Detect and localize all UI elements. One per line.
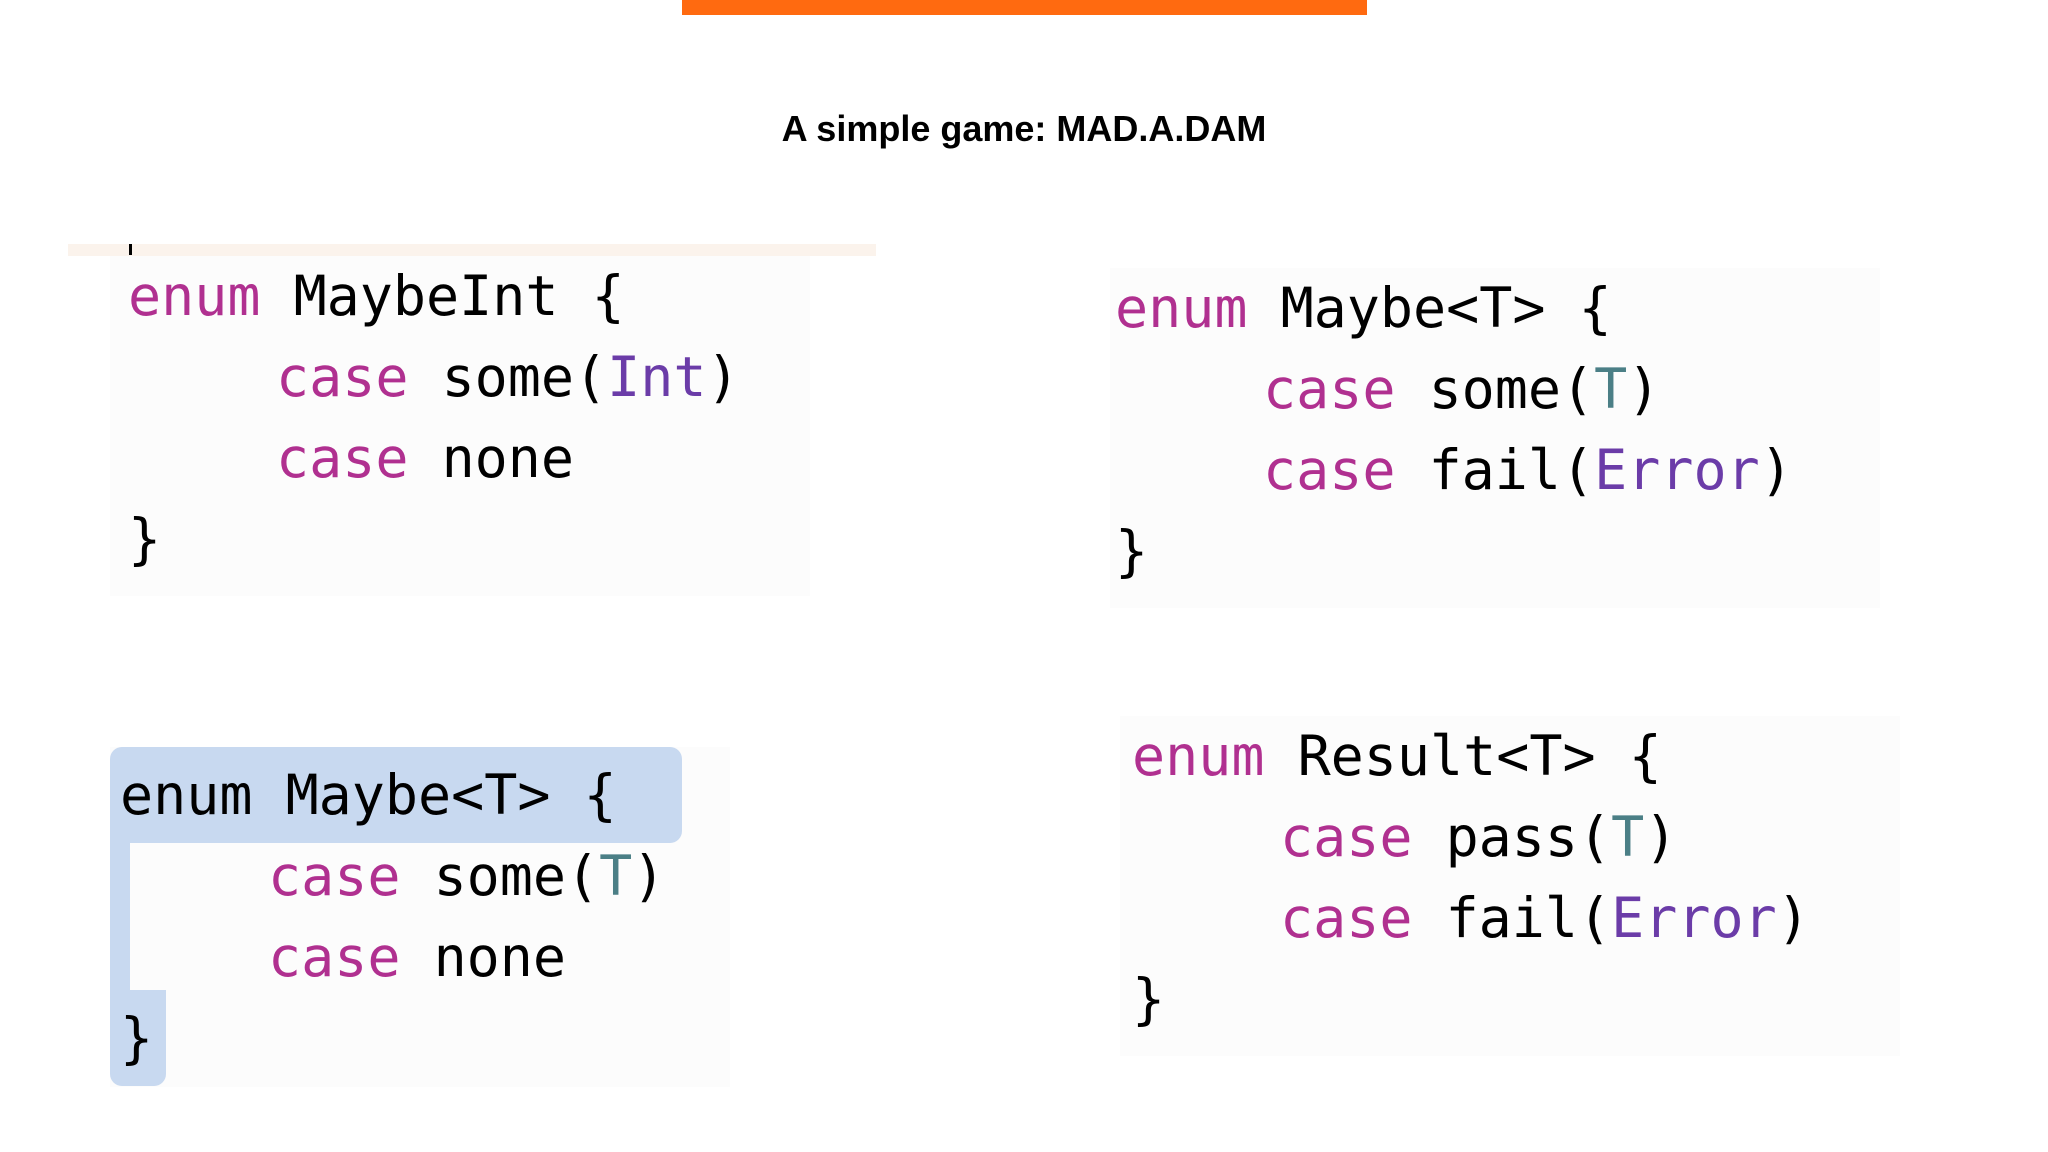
code-line: enum MaybeInt {	[128, 256, 828, 337]
code-line: case fail(Error)	[1132, 878, 1912, 959]
type-name: Error	[1594, 438, 1760, 502]
code-line: }	[120, 998, 740, 1079]
code-text: Maybe<T> {	[1247, 276, 1612, 340]
keyword: case	[1263, 438, 1396, 502]
keyword: enum	[128, 264, 261, 328]
text-caret	[129, 244, 132, 255]
code-block-maybe-fail: enum Maybe<T> { case some(T) case fail(E…	[1110, 268, 1880, 608]
code-text: none	[400, 925, 567, 989]
accent-bar	[682, 0, 1367, 15]
selection-highlight	[110, 747, 682, 843]
code-text: some(	[400, 844, 600, 908]
code-line: enum Maybe<T> {	[1115, 268, 1885, 349]
type-name: T	[599, 844, 633, 908]
keyword: enum	[1115, 276, 1248, 340]
keyword: case	[1263, 357, 1396, 421]
code-text: )	[632, 844, 666, 908]
keyword: case	[1280, 805, 1413, 869]
type-name: Int	[607, 345, 707, 409]
slide-title: A simple game: MAD.A.DAM	[781, 108, 1267, 149]
code-text: )	[1759, 438, 1793, 502]
code-text: }	[128, 507, 162, 571]
keyword: case	[268, 844, 401, 908]
code-line: case some(Int)	[128, 337, 828, 418]
code-text: some(	[408, 345, 608, 409]
code-line: enum Result<T> {	[1132, 716, 1912, 797]
code-line: enum Maybe<T> {	[120, 755, 740, 836]
type-name: T	[1594, 357, 1628, 421]
keyword: enum	[1132, 724, 1265, 788]
code-block-result: enum Result<T> { case pass(T) case fail(…	[1120, 716, 1900, 1056]
code-line: }	[128, 499, 828, 580]
code-line: }	[1115, 511, 1885, 592]
code-text: some(	[1395, 357, 1595, 421]
code-line: case none	[128, 418, 828, 499]
keyword: case	[276, 345, 409, 409]
keyword: case	[268, 925, 401, 989]
code-text: }	[1115, 519, 1149, 583]
type-name: Error	[1611, 886, 1777, 950]
code-text: none	[408, 426, 575, 490]
code-text: }	[120, 1006, 154, 1070]
keyword: case	[276, 426, 409, 490]
code-line: case some(T)	[1115, 349, 1885, 430]
editor-strip	[68, 244, 876, 256]
code-text: )	[1627, 357, 1661, 421]
keyword: case	[1280, 886, 1413, 950]
code-line: case pass(T)	[1132, 797, 1912, 878]
code-block-maybe-generic-text: enum Maybe<T> { case some(T) case none }	[110, 755, 730, 1085]
code-line: case fail(Error)	[1115, 430, 1885, 511]
code-text: enum Maybe<T> {	[120, 763, 617, 827]
code-text: MaybeInt {	[260, 264, 625, 328]
selection-highlight	[110, 990, 166, 1086]
code-text: )	[706, 345, 740, 409]
code-line: case none	[120, 917, 740, 998]
code-block-maybe-int: enum MaybeInt { case some(Int) case none…	[110, 256, 810, 596]
code-text: }	[1132, 967, 1166, 1031]
code-text: fail(	[1395, 438, 1595, 502]
code-text: Result<T> {	[1264, 724, 1662, 788]
code-text: )	[1644, 805, 1678, 869]
code-text: )	[1776, 886, 1810, 950]
code-line: case some(T)	[120, 836, 740, 917]
code-text: fail(	[1412, 886, 1612, 950]
selection-highlight	[110, 830, 130, 990]
code-text: pass(	[1412, 805, 1612, 869]
code-line: }	[1132, 959, 1912, 1040]
type-name: T	[1611, 805, 1645, 869]
